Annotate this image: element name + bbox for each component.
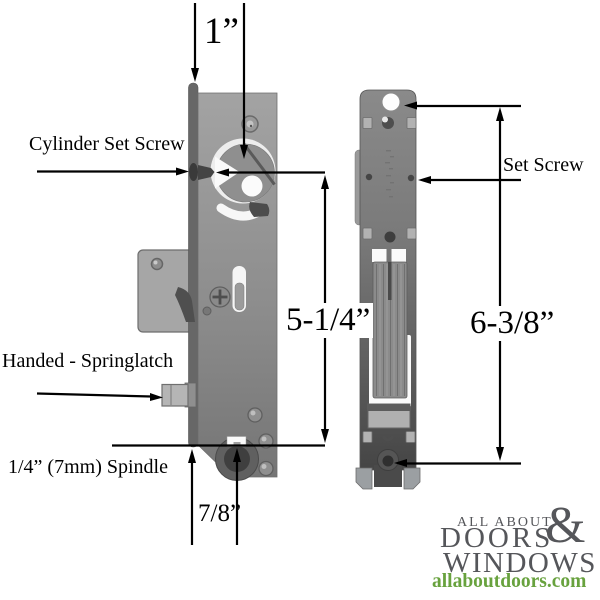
logo-all-about: ALL ABOUT [457, 515, 553, 530]
set-screw-right [407, 174, 415, 182]
label-set-screw: Set Screw [503, 154, 584, 176]
dim-label-5-1-4: 5-1/4” [283, 303, 374, 338]
left-foot [355, 467, 373, 490]
logo-doors: DOORS [440, 522, 554, 554]
arrow-up-7-8-right [233, 448, 241, 462]
cutout-left [372, 249, 387, 262]
spindle-slot-notch [233, 442, 241, 447]
dim-label-1-inch: 1” [204, 11, 239, 52]
stamped-tabs [362, 117, 417, 443]
countersunk-highlight [382, 116, 388, 123]
label-cylinder-set-screw: Cylinder Set Screw [29, 133, 185, 155]
lock-edge-view-illustration [354, 89, 421, 490]
dim-label-7-8: 7/8” [198, 500, 242, 527]
rivet-highlight [153, 260, 158, 265]
arrow-down-5-1-4 [321, 429, 329, 443]
dimension-lines [36, 3, 521, 545]
latch-split [388, 262, 392, 300]
deadlatch-shadow [368, 404, 410, 411]
top-mounting-hole [381, 92, 401, 112]
arrow-left-setscrew [216, 168, 229, 177]
crescent-cam-piece [249, 202, 270, 217]
arrow-right-springlatch [150, 393, 163, 401]
v-notch [381, 435, 395, 442]
arrow-down-6-3-8 [496, 447, 504, 461]
dim-label-6-3-8: 6-3/8” [467, 306, 558, 341]
arrow-left-bottomhole [394, 459, 407, 467]
set-screw-tip [198, 165, 215, 180]
cam-hole [241, 175, 263, 197]
top-rivet-dot [249, 124, 253, 128]
stamped-text-marks [385, 150, 394, 198]
logo-windows: WINDOWS [443, 547, 597, 579]
cam-edge [242, 143, 276, 186]
cylinder-set-screw-part [189, 163, 198, 181]
bottom-case [374, 465, 402, 487]
pivot-hole [384, 231, 396, 243]
arrow-up-7-8-left [188, 449, 196, 463]
arrow-left-setscrew-edge [418, 176, 431, 184]
latch-bolt-texture [376, 264, 405, 396]
cutout-right [391, 249, 406, 262]
arrow-down-cylinder [240, 145, 248, 159]
latch-spring [175, 287, 195, 322]
logo-ampersand: & [545, 497, 586, 554]
label-spindle: 1/4” (7mm) Spindle [8, 456, 168, 478]
arrow-down-faceplate [191, 68, 199, 82]
arrow-up-6-3-8 [496, 107, 504, 121]
bottom-hole-inner [382, 455, 394, 467]
arrow-right-setscrew [176, 167, 189, 176]
right-foot [403, 467, 421, 490]
springlatch-bolt [161, 383, 189, 407]
arrow-left-tophole [404, 101, 417, 110]
logo-website-url: allaboutdoors.com [432, 571, 587, 592]
label-handed-springlatch: Handed - Springlatch [2, 350, 174, 372]
arrow-up-5-1-4 [321, 175, 329, 189]
vertical-slot-lever [234, 282, 245, 311]
small-rivet [202, 306, 212, 316]
latch-case-rivet [150, 257, 164, 271]
set-screw-left [365, 173, 373, 181]
